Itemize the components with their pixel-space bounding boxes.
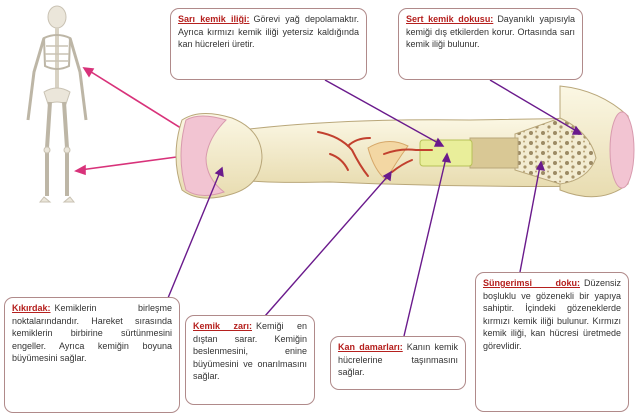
right-cartilage: [610, 112, 634, 188]
long-bone: [176, 86, 634, 198]
skull: [48, 6, 66, 28]
callout-blood-vessels: Kan damarları:Kanın kemik hücrelerine ta…: [330, 336, 466, 390]
skeleton-figure: [28, 6, 86, 202]
callout-term: Sert kemik dokusu:: [406, 14, 493, 24]
callout-text: Düzensiz boşluklu ve gözenekli bir yapıy…: [483, 278, 621, 351]
pelvis: [44, 88, 70, 104]
skeleton-pointers: [76, 68, 184, 174]
spine: [55, 28, 59, 88]
callout-term: Kan damarları:: [338, 342, 403, 352]
marrow-cavity: [470, 138, 518, 168]
callout-term: Kemik zarı:: [193, 321, 252, 331]
left-arm: [28, 38, 44, 120]
right-arm: [70, 38, 86, 120]
callout-spongy-bone: Süngerimsi doku:Düzensiz boşluklu ve göz…: [475, 272, 629, 412]
callout-compact-bone: Sert kemik dokusu:Dayanıklı yapısıyla ke…: [398, 8, 583, 80]
callout-cartilage: Kıkırdak:Kemiklerin birleşme noktalarınd…: [4, 297, 180, 413]
callout-periosteum: Kemik zarı:Kemiği en dıştan sarar. Kemiğ…: [185, 315, 315, 405]
callout-term: Sarı kemik iliği:: [178, 14, 249, 24]
callout-term: Süngerimsi doku:: [483, 278, 580, 288]
callout-term: Kıkırdak:: [12, 303, 51, 313]
callout-bone-marrow: Sarı kemik iliği:Görevi yağ depolamaktır…: [170, 8, 367, 80]
